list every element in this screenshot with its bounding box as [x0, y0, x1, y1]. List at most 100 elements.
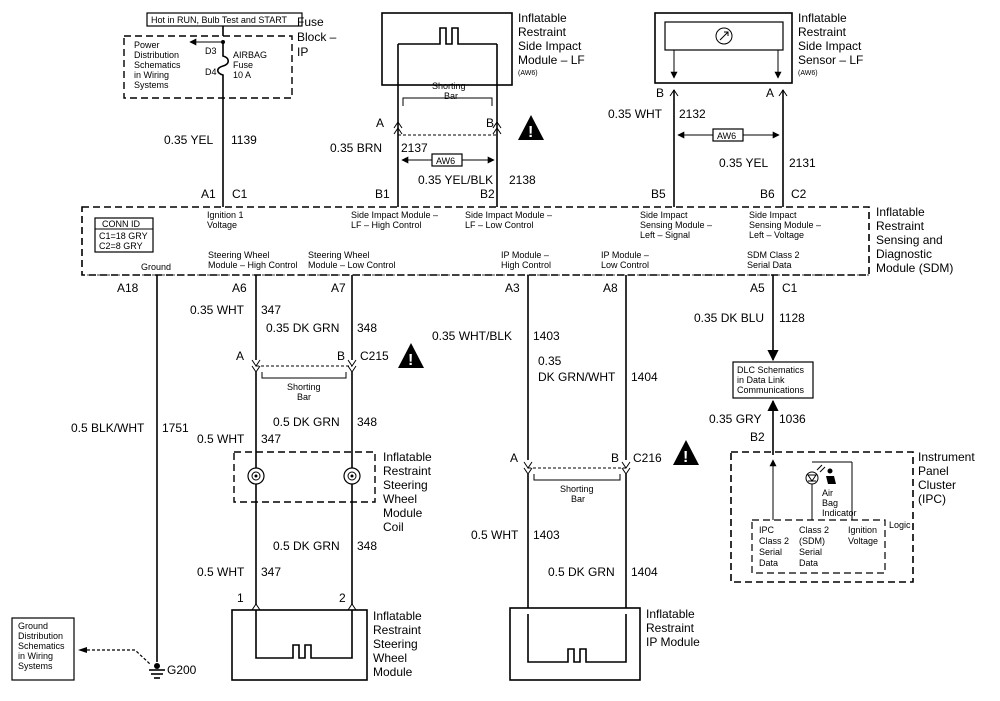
- instrument-panel-cluster: Air Bag Indicator Logic IPC Class 2 Seri…: [730, 451, 914, 583]
- svg-text:B6: B6: [760, 187, 775, 201]
- svg-text:LF – Low Control: LF – Low Control: [465, 220, 534, 230]
- svg-text:(IPC): (IPC): [918, 492, 946, 506]
- side-impact-module-lf-label: Inflatable Restraint Side Impact Module …: [518, 11, 585, 77]
- svg-text:Block –: Block –: [297, 30, 337, 44]
- svg-text:Wheel: Wheel: [373, 651, 407, 665]
- svg-text:347: 347: [261, 303, 281, 317]
- svg-text:0.35 WHT: 0.35 WHT: [190, 303, 245, 317]
- svg-text:Low Control: Low Control: [601, 260, 649, 270]
- svg-text:A: A: [236, 349, 244, 363]
- connector-c215: A B C215 Shorting Bar: [236, 349, 389, 402]
- svg-text:A7: A7: [331, 281, 346, 295]
- svg-text:0.35 GRY: 0.35 GRY: [709, 412, 761, 426]
- svg-text:Inflatable: Inflatable: [383, 450, 432, 464]
- coil-icon: [247, 467, 265, 485]
- svg-text:Data: Data: [759, 558, 778, 568]
- svg-text:Wheel: Wheel: [383, 492, 417, 506]
- svg-text:IP Module –: IP Module –: [501, 250, 549, 260]
- svg-text:DLC Schematics: DLC Schematics: [737, 365, 805, 375]
- svg-text:Restraint: Restraint: [646, 621, 695, 635]
- svg-text:AW6: AW6: [436, 156, 455, 166]
- sdm-module: CONN ID C1=18 GRY C2=8 GRY Ignition 1 Vo…: [81, 206, 870, 276]
- svg-text:Steering: Steering: [383, 478, 428, 492]
- svg-text:Serial: Serial: [799, 547, 822, 557]
- svg-text:D4: D4: [205, 67, 217, 77]
- svg-text:2132: 2132: [679, 107, 706, 121]
- svg-text:Serial: Serial: [759, 547, 782, 557]
- svg-text:D3: D3: [205, 46, 217, 56]
- svg-text:C1=18 GRY: C1=18 GRY: [99, 231, 148, 241]
- side-impact-module-lf: [381, 12, 513, 86]
- hot-label-box: Hot in RUN, Bulb Test and START: [146, 12, 303, 27]
- aw6-option-tag: AW6: [401, 153, 495, 167]
- svg-text:Logic: Logic: [889, 520, 911, 530]
- svg-text:2: 2: [339, 591, 346, 605]
- svg-text:LF – High Control: LF – High Control: [351, 220, 422, 230]
- airbag-squib-icon: [398, 27, 497, 45]
- svg-text:Side Impact: Side Impact: [749, 210, 797, 220]
- svg-text:(AW6): (AW6): [518, 70, 538, 77]
- svg-text:Bar: Bar: [571, 494, 585, 504]
- svg-text:0.35 DK BLU: 0.35 DK BLU: [694, 311, 764, 325]
- svg-text:DK GRN/WHT: DK GRN/WHT: [538, 370, 616, 384]
- svg-text:Ignition: Ignition: [848, 525, 877, 535]
- svg-text:!: !: [528, 124, 533, 141]
- svg-text:Inflatable: Inflatable: [798, 11, 847, 25]
- power-distribution-reference[interactable]: Power Distribution Schematics in Wiring …: [134, 38, 221, 90]
- svg-text:1: 1: [237, 591, 244, 605]
- svg-text:B: B: [337, 349, 345, 363]
- svg-text:348: 348: [357, 539, 377, 553]
- sdm-label: Inflatable Restraint Sensing and Diagnos…: [876, 205, 953, 275]
- svg-text:AIRBAG: AIRBAG: [233, 50, 267, 60]
- airbag-squib-icon: [527, 614, 627, 663]
- svg-text:348: 348: [357, 321, 377, 335]
- svg-text:0.5 DK GRN: 0.5 DK GRN: [548, 565, 615, 579]
- fuse-block-label: Fuse Block – IP: [297, 15, 337, 59]
- svg-text:0.35 YEL/BLK: 0.35 YEL/BLK: [418, 173, 493, 187]
- svg-text:!: !: [683, 449, 688, 466]
- svg-text:Power: Power: [134, 40, 160, 50]
- svg-text:0.35 WHT/BLK: 0.35 WHT/BLK: [432, 329, 512, 343]
- svg-text:Schematics: Schematics: [134, 60, 181, 70]
- svg-text:IP: IP: [297, 45, 308, 59]
- svg-text:Ground: Ground: [141, 262, 171, 272]
- svg-text:Sensing Module –: Sensing Module –: [640, 220, 712, 230]
- svg-text:347: 347: [261, 432, 281, 446]
- svg-text:Bar: Bar: [444, 91, 458, 101]
- fuse-block-ip: Power Distribution Schematics in Wiring …: [123, 35, 293, 99]
- svg-text:in Wiring: in Wiring: [18, 651, 53, 661]
- svg-text:Systems: Systems: [134, 80, 169, 90]
- svg-text:Class 2: Class 2: [759, 536, 789, 546]
- svg-text:A8: A8: [603, 281, 618, 295]
- steering-wheel-coil-label: Inflatable Restraint Steering Wheel Modu…: [383, 450, 432, 534]
- svg-text:Instrument: Instrument: [918, 450, 975, 464]
- svg-text:Bag: Bag: [822, 498, 838, 508]
- dlc-reference[interactable]: DLC Schematics in Data Link Communicatio…: [732, 361, 814, 399]
- svg-text:B1: B1: [375, 187, 390, 201]
- svg-text:0.5 WHT: 0.5 WHT: [471, 528, 519, 542]
- svg-text:1036: 1036: [779, 412, 806, 426]
- svg-text:B: B: [611, 451, 619, 465]
- svg-text:Sensing Module –: Sensing Module –: [749, 220, 821, 230]
- svg-text:A6: A6: [232, 281, 247, 295]
- svg-text:A18: A18: [117, 281, 139, 295]
- svg-text:C2=8 GRY: C2=8 GRY: [99, 241, 143, 251]
- svg-text:1128: 1128: [779, 311, 805, 325]
- svg-text:1403: 1403: [533, 528, 560, 542]
- airbag-squib-icon: [255, 610, 353, 659]
- hot-label-text: Hot in RUN, Bulb Test and START: [151, 15, 288, 25]
- airbag-indicator-icon: [805, 464, 836, 485]
- svg-text:Module – LF: Module – LF: [518, 53, 585, 67]
- ground-reference[interactable]: Ground Distribution Schematics in Wiring…: [11, 617, 151, 681]
- svg-text:0.35: 0.35: [538, 354, 562, 368]
- svg-text:C1: C1: [782, 281, 798, 295]
- svg-text:Side Impact: Side Impact: [798, 39, 862, 53]
- svg-text:Restraint: Restraint: [373, 623, 422, 637]
- side-impact-sensor-lf-label: Inflatable Restraint Side Impact Sensor …: [798, 11, 863, 77]
- svg-text:Left – Voltage: Left – Voltage: [749, 230, 804, 240]
- svg-text:Restraint: Restraint: [798, 25, 847, 39]
- svg-text:B2: B2: [750, 430, 765, 444]
- svg-text:!: !: [408, 352, 413, 369]
- svg-text:SDM Class 2: SDM Class 2: [747, 250, 800, 260]
- svg-text:Distribution: Distribution: [134, 50, 179, 60]
